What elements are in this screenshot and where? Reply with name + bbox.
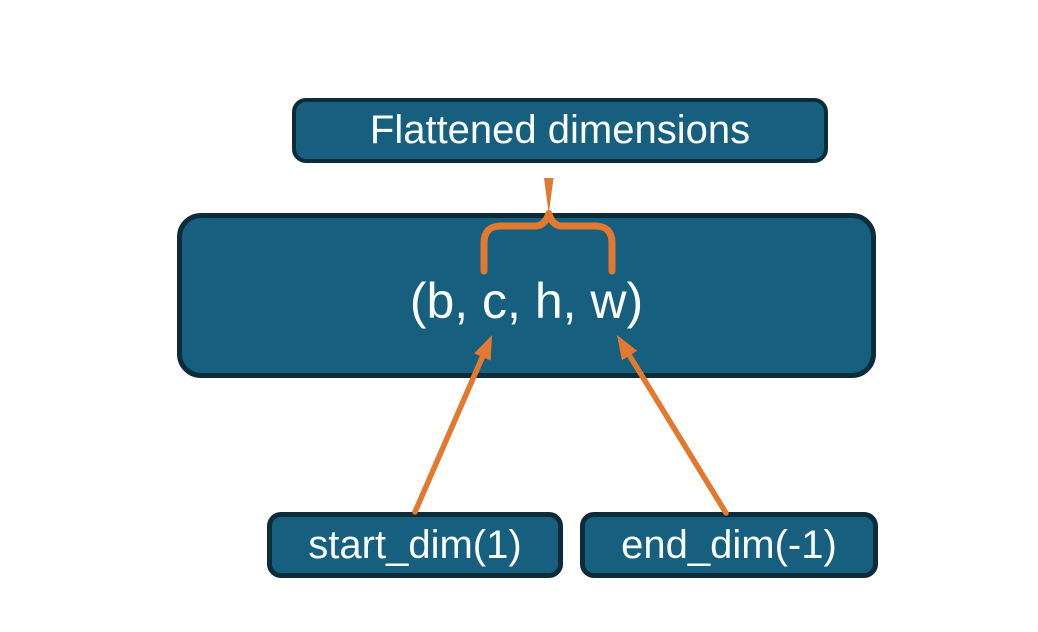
flattened-dimensions-label: Flattened dimensions [369,108,751,152]
title-connector-stem [544,178,554,214]
flattened-dimensions-box: Flattened dimensions [292,98,828,163]
start-dim-arrow-shaft [412,354,486,515]
start-dim-label: start_dim(1) [308,522,522,567]
end-dim-box: end_dim(-1) [580,512,878,578]
tensor-shape-label: (b, c, h, w) [409,272,644,329]
start-dim-box: start_dim(1) [267,512,563,578]
end-dim-label: end_dim(-1) [621,522,837,567]
end-dim-arrow-shaft [626,352,729,516]
tensor-shape-box: (b, c, h, w) [177,213,876,378]
